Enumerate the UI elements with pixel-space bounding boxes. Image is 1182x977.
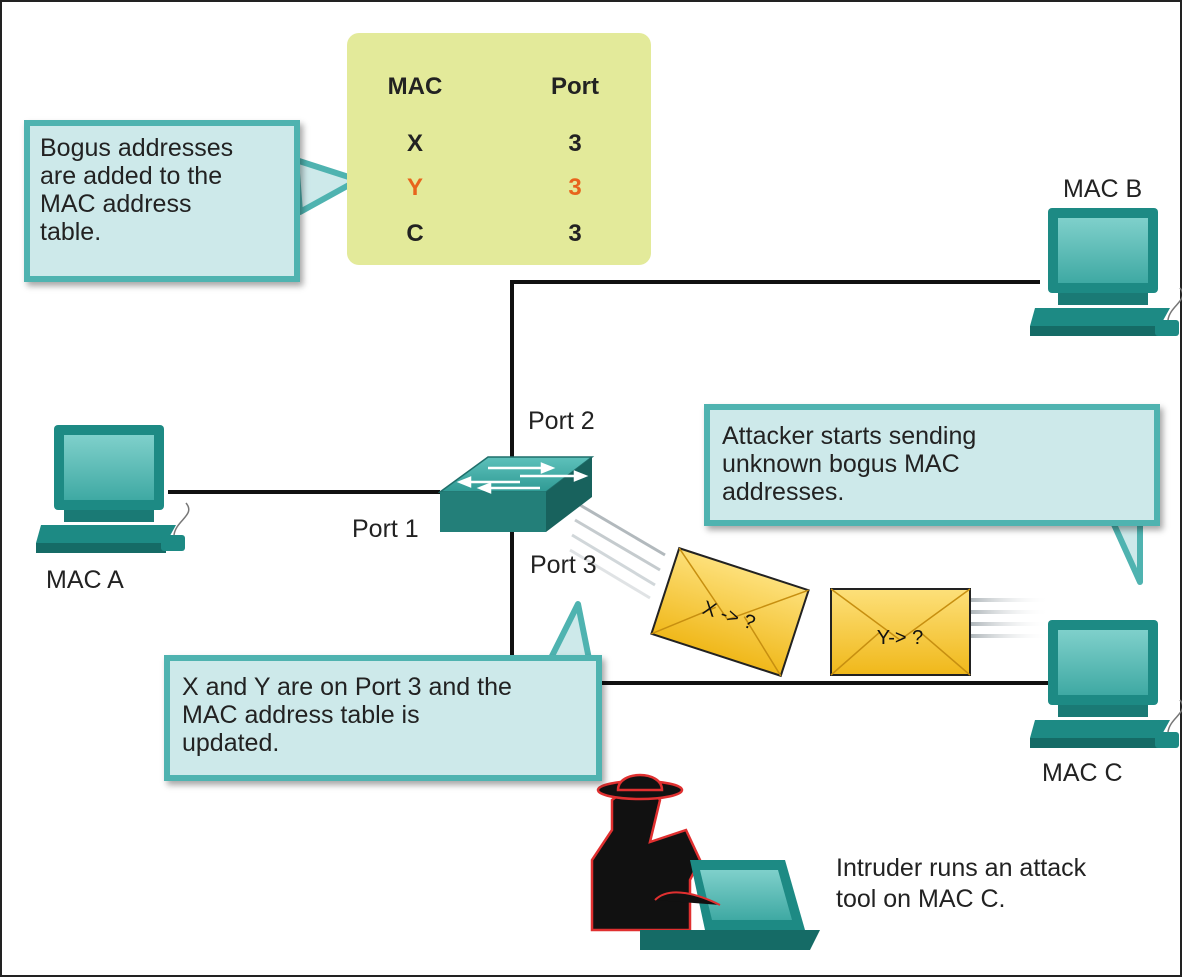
- table-header-port: Port: [551, 73, 599, 100]
- callout-line: unknown bogus MAC: [722, 450, 960, 478]
- label-port-3: Port 3: [530, 551, 597, 579]
- callout-bogus-addresses: Bogus addresses are added to the MAC add…: [24, 120, 300, 282]
- callout-line: are added to the: [40, 162, 223, 190]
- callout-port3-updated: X and Y are on Port 3 and the MAC addres…: [164, 655, 602, 781]
- table-cell-mac: X: [406, 130, 423, 157]
- frame-envelope-1: X -> ?: [650, 546, 810, 678]
- label-port-1: Port 1: [352, 515, 419, 543]
- label-mac-a: MAC A: [46, 566, 124, 594]
- callout-tail-attacker: [1109, 517, 1143, 585]
- callout-line: addresses.: [722, 478, 845, 506]
- table-cell-mac: C: [406, 220, 424, 247]
- callout-line: MAC address table is: [182, 701, 420, 729]
- label-port-2: Port 2: [528, 407, 595, 435]
- pc-mac-a-icon: [36, 425, 190, 553]
- callout-line: updated.: [182, 729, 280, 757]
- callout-line: X and Y are on Port 3 and the: [182, 673, 512, 701]
- table-cell-port: 3: [568, 220, 582, 247]
- callout-line: MAC address: [40, 190, 192, 218]
- frame-envelope-2: Y-> ?: [830, 588, 971, 676]
- table-cell-mac: Y: [406, 174, 423, 201]
- mac-address-table: MAC Port X 3 Y 3 C 3: [347, 33, 651, 265]
- callout-attacker-sending: Attacker starts sending unknown bogus MA…: [704, 404, 1160, 526]
- table-cell-port: 3: [568, 174, 582, 201]
- pc-mac-c-icon: [1030, 620, 1182, 748]
- table-header-mac: MAC: [387, 73, 443, 100]
- intruder-note-line: tool on MAC C.: [836, 885, 1006, 913]
- intruder-note-line: Intruder runs an attack: [836, 854, 1087, 882]
- callout-line: Attacker starts sending: [722, 422, 977, 450]
- switch-icon: [437, 456, 595, 532]
- label-mac-c: MAC C: [1042, 759, 1123, 787]
- pc-mac-b-icon: [1030, 208, 1182, 336]
- intruder-icon: [590, 773, 820, 950]
- callout-line: table.: [40, 218, 102, 246]
- frame-2-label: Y-> ?: [877, 627, 924, 649]
- frame-trail-1: [569, 503, 666, 600]
- table-cell-port: 3: [568, 130, 582, 157]
- label-mac-b: MAC B: [1063, 175, 1143, 203]
- intruder-note: Intruder runs an attack tool on MAC C.: [836, 853, 1086, 915]
- frame-trail-2: [970, 598, 1050, 638]
- callout-line: Bogus addresses: [40, 134, 234, 162]
